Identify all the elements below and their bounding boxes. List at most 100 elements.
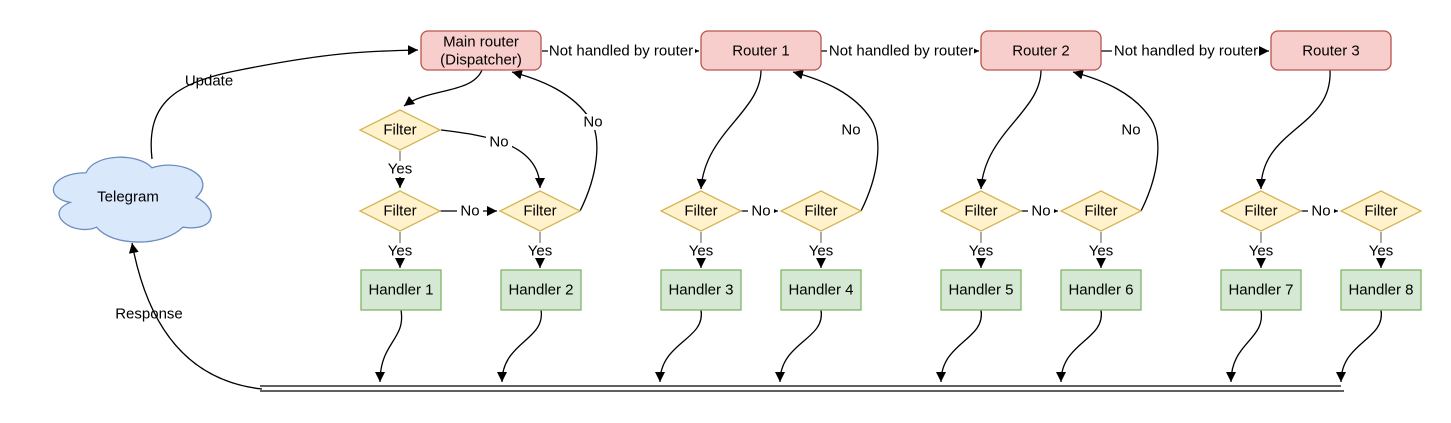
update-edge-label: Update — [185, 73, 233, 90]
not-handled-label: Not handled by router — [549, 43, 693, 60]
edge-handler4-out — [775, 309, 822, 383]
response-edge-label: Response — [115, 306, 183, 323]
dispatcher-node — [420, 30, 542, 71]
telegram-cloud — [52, 156, 212, 243]
edge-no-loop-router2 — [1072, 69, 1159, 212]
filter-diamond — [358, 190, 442, 232]
not-handled-label: Not handled by router — [1114, 43, 1258, 60]
label-bg — [548, 44, 695, 59]
text-layer: Telegram Update Response Main router (Di… — [97, 34, 1413, 323]
label-bg — [748, 203, 774, 219]
yes-label: Yes — [1249, 243, 1273, 260]
router1-label: Router 1 — [732, 43, 790, 60]
router3-label: Router 3 — [1302, 43, 1360, 60]
filter-diamond — [939, 190, 1023, 232]
edge-handler1-out — [375, 309, 403, 383]
handler7-node — [1220, 269, 1302, 311]
filter-diamond — [779, 190, 863, 232]
edge-no-loop-dispatcher — [511, 69, 598, 212]
filter-diamond — [1059, 190, 1143, 232]
label-bg — [1118, 122, 1144, 138]
label-bg — [457, 203, 483, 219]
filter-label: Filter — [383, 203, 416, 220]
yes-label: Yes — [689, 243, 713, 260]
edge-handler2-out — [497, 309, 542, 383]
router1-node — [700, 30, 822, 71]
edge-router3-to-filter — [1256, 69, 1331, 190]
no-label: No — [460, 203, 479, 220]
filter-label: Filter — [523, 203, 556, 220]
handler3-node — [660, 269, 742, 311]
filter-diamond — [1339, 190, 1423, 232]
edge-handler3-out — [655, 309, 702, 383]
yes-label: Yes — [809, 243, 833, 260]
label-bg — [486, 134, 512, 150]
not-handled-label: Not handled by router — [829, 43, 973, 60]
filter-label: Filter — [1244, 203, 1277, 220]
router3-node — [1270, 30, 1392, 71]
dispatcher-label-line1: Main router — [443, 34, 519, 51]
filter-diamond — [659, 190, 743, 232]
handler4-node — [780, 269, 862, 311]
handler-label: Handler 4 — [788, 282, 853, 299]
edge-no-loop-router1 — [792, 69, 879, 212]
filter-label: Filter — [383, 122, 416, 139]
handler-label: Handler 8 — [1348, 282, 1413, 299]
yes-label: Yes — [388, 161, 412, 178]
yes-label: Yes — [528, 243, 552, 260]
yes-stub-layer — [399, 151, 1382, 243]
edge-router2-to-filter — [976, 69, 1042, 190]
handler-label: Handler 3 — [668, 282, 733, 299]
handler-label: Handler 6 — [1068, 282, 1133, 299]
yes-label: Yes — [1369, 243, 1393, 260]
yes-label: Yes — [969, 243, 993, 260]
handler-label: Handler 5 — [948, 282, 1013, 299]
label-bg — [580, 114, 606, 130]
label-backgrounds — [457, 44, 1334, 219]
filter-diamond — [358, 109, 442, 151]
handler-label: Handler 2 — [508, 282, 573, 299]
edge-handler5-out — [936, 309, 982, 383]
edge-handler8-out — [1336, 309, 1382, 383]
filter-label: Filter — [1084, 203, 1117, 220]
router2-label: Router 2 — [1012, 43, 1070, 60]
handler-label: Handler 7 — [1228, 282, 1293, 299]
edge-handler6-out — [1056, 309, 1102, 383]
filter-label: Filter — [964, 203, 997, 220]
handler5-node — [940, 269, 1022, 311]
filter-nodes — [358, 109, 1423, 232]
no-label: No — [841, 122, 860, 139]
label-bg — [1308, 203, 1334, 219]
yes-label: Yes — [1089, 243, 1113, 260]
no-label: No — [489, 134, 508, 151]
dispatcher-label-line2: (Dispatcher) — [440, 52, 522, 69]
no-label: No — [751, 203, 770, 220]
no-label: No — [1031, 203, 1050, 220]
edge-update — [150, 45, 419, 160]
no-label: No — [1121, 122, 1140, 139]
filter-label: Filter — [684, 203, 717, 220]
filter-diamond — [1219, 190, 1303, 232]
edge-response — [128, 242, 263, 390]
router-nodes — [420, 30, 1392, 71]
router2-node — [980, 30, 1102, 71]
edge-layer — [128, 45, 1386, 392]
handler-label: Handler 1 — [368, 282, 433, 299]
filter-label: Filter — [1364, 203, 1397, 220]
cloud-shape — [52, 156, 212, 243]
edge-handler7-out — [1226, 309, 1263, 383]
edge-dispatcher-to-filter — [403, 69, 483, 107]
filter-label: Filter — [804, 203, 837, 220]
handler1-node — [360, 269, 442, 311]
no-label: No — [1311, 203, 1330, 220]
telegram-label: Telegram — [97, 189, 159, 206]
label-bg — [1112, 44, 1259, 59]
handler2-node — [500, 269, 582, 311]
filter-diamond — [498, 190, 582, 232]
no-label: No — [583, 114, 602, 131]
handler6-node — [1060, 269, 1142, 311]
edge-router1-to-filter — [696, 69, 762, 190]
label-bg — [838, 122, 864, 138]
